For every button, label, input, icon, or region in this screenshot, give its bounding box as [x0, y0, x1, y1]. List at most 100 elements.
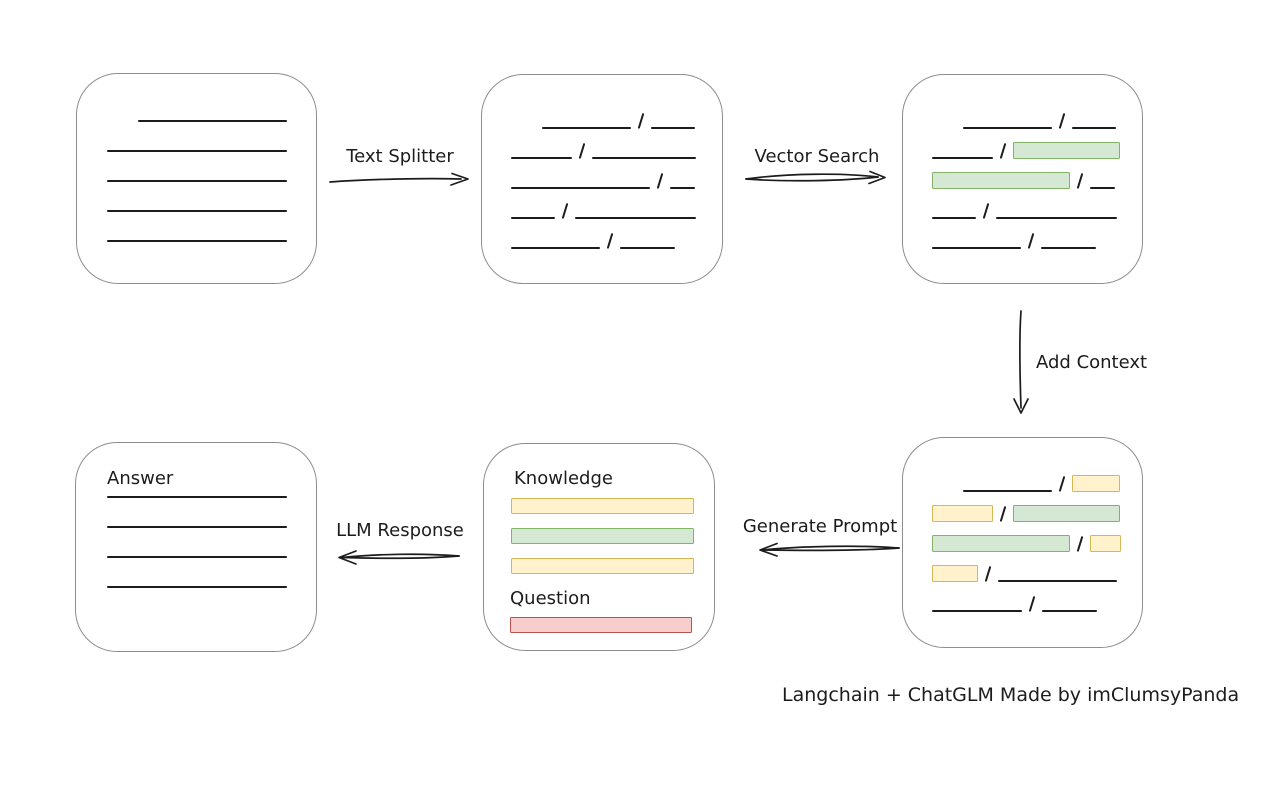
chunk-row: [932, 142, 1142, 159]
text-line: [542, 127, 631, 129]
retrieved-rows: [903, 75, 1142, 249]
text-line: [107, 210, 287, 212]
text-line: [963, 127, 1052, 129]
text-line: [592, 157, 697, 159]
text-line: [1042, 610, 1098, 612]
green-bar: [511, 528, 694, 544]
llm-response-label: LLM Response: [336, 520, 464, 541]
text-line: [998, 580, 1118, 582]
chunk-row: [511, 142, 722, 159]
document-text-lines: [77, 74, 316, 242]
text-line: [138, 120, 287, 122]
generate-prompt-arrow: [759, 542, 900, 557]
answer-box: Answer: [75, 442, 317, 652]
add-context-arrow: [1013, 310, 1029, 414]
slash-separator: [1076, 173, 1084, 189]
slash-separator: [999, 506, 1007, 522]
add-context-label: Add Context: [1036, 352, 1148, 373]
yellow-highlight: [932, 505, 993, 522]
chunk-row: [511, 232, 722, 249]
text-line: [651, 127, 696, 129]
text-line: [107, 240, 287, 242]
slash-separator: [1058, 113, 1066, 129]
context-rows: [903, 438, 1142, 612]
slash-separator: [984, 566, 992, 582]
slash-separator: [982, 203, 990, 219]
text-line: [963, 490, 1052, 492]
yellow-highlight: [932, 565, 978, 582]
text-line: [670, 187, 696, 189]
chunk-row: [932, 202, 1142, 219]
knowledge-bars: [511, 498, 714, 574]
slash-separator: [999, 143, 1007, 159]
text-line: [1041, 247, 1097, 249]
text-line: [1090, 187, 1116, 189]
text-line: [511, 247, 600, 249]
slash-separator: [1028, 596, 1036, 612]
text-line: [620, 247, 676, 249]
text-line: [107, 556, 287, 558]
text-line: [1072, 127, 1117, 129]
question-bars: [510, 617, 714, 633]
chunk-row: [932, 535, 1142, 552]
green-highlight: [932, 172, 1070, 189]
yellow-highlight: [1072, 475, 1121, 492]
text-line: [107, 526, 287, 528]
yellow-bar: [511, 558, 694, 574]
vector-search-arrow: [745, 170, 886, 185]
text-line: [575, 217, 697, 219]
retrieved-chunks-box: [902, 74, 1143, 284]
credit-caption: Langchain + ChatGLM Made by imClumsyPand…: [782, 684, 1240, 706]
slash-separator: [606, 233, 614, 249]
context-chunks-box: [902, 437, 1143, 648]
chunk-row: [511, 202, 722, 219]
chunk-rows: [482, 75, 722, 249]
red-bar: [510, 617, 692, 633]
chunk-row: [511, 112, 722, 129]
chunk-row: [932, 112, 1142, 129]
text-line: [107, 180, 287, 182]
slash-separator: [1027, 233, 1035, 249]
text-line: [107, 496, 287, 498]
green-highlight: [932, 535, 1070, 552]
chunk-row: [511, 172, 722, 189]
chunk-row: [932, 565, 1142, 582]
chunk-row: [932, 475, 1142, 492]
text-line: [932, 217, 976, 219]
llm-response-arrow: [338, 550, 460, 565]
text-line: [511, 217, 555, 219]
generate-prompt-label: Generate Prompt: [742, 516, 898, 537]
text-line: [511, 187, 650, 189]
prompt-box: Knowledge Question: [483, 443, 715, 651]
text-line: [932, 157, 993, 159]
vector-search-label: Vector Search: [754, 146, 880, 167]
slash-separator: [561, 203, 569, 219]
yellow-bar: [511, 498, 694, 514]
chunk-row: [932, 232, 1142, 249]
chunk-row: [932, 595, 1142, 612]
text-line: [107, 586, 287, 588]
source-document-box: [76, 73, 317, 284]
green-highlight: [1013, 505, 1121, 522]
question-label: Question: [510, 588, 591, 609]
slash-separator: [1058, 476, 1066, 492]
slash-separator: [637, 113, 645, 129]
text-line: [932, 247, 1021, 249]
text-line: [932, 610, 1022, 612]
knowledge-label: Knowledge: [514, 468, 613, 489]
chunks-box: [481, 74, 723, 284]
text-splitter-label: Text Splitter: [346, 146, 454, 167]
green-highlight: [1013, 142, 1121, 159]
answer-label: Answer: [107, 468, 174, 489]
slash-separator: [1076, 536, 1084, 552]
text-line: [107, 150, 287, 152]
indent-spacer: [932, 491, 963, 492]
chunk-row: [932, 505, 1142, 522]
text-line: [511, 157, 572, 159]
text-line: [996, 217, 1118, 219]
slash-separator: [656, 173, 664, 189]
chunk-row: [932, 172, 1142, 189]
indent-spacer: [511, 128, 542, 129]
indent-spacer: [932, 128, 963, 129]
text-splitter-arrow: [329, 172, 469, 186]
